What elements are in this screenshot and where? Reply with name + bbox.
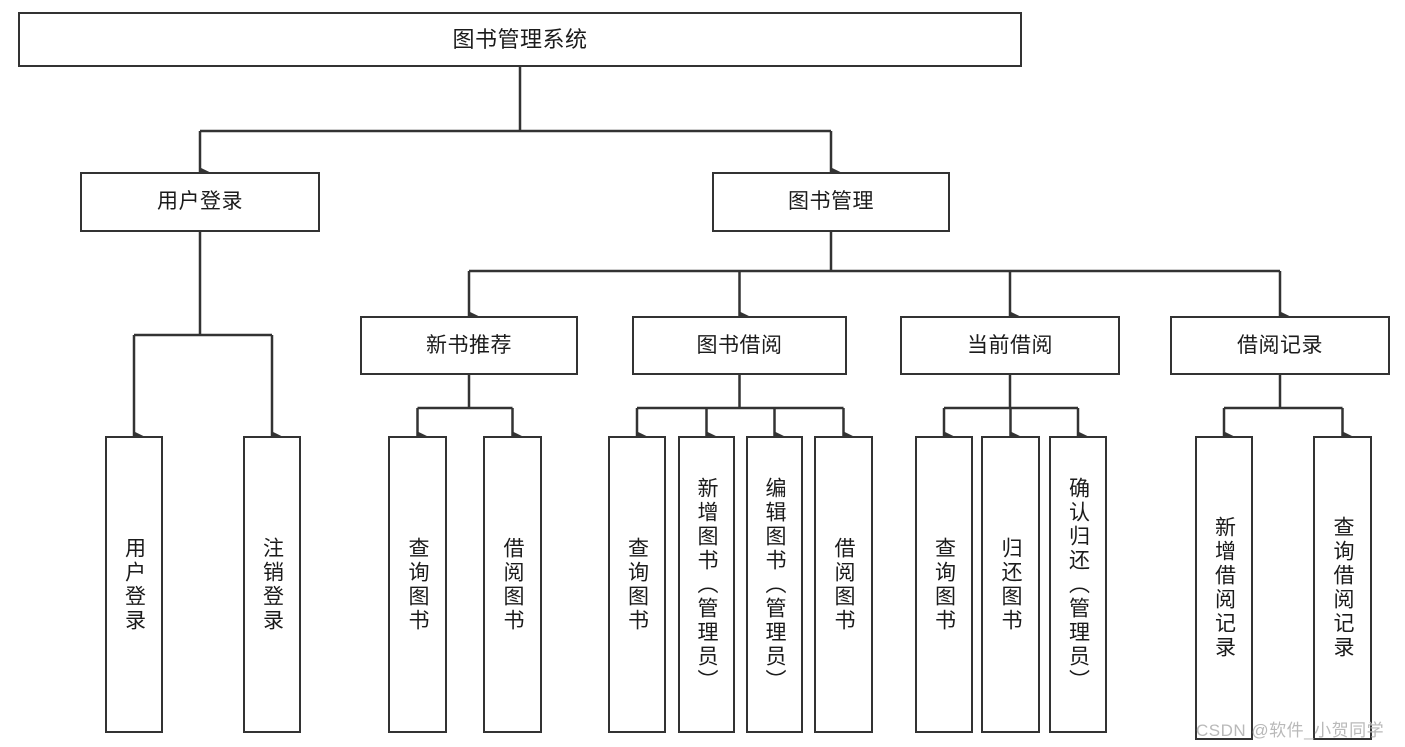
node-current[interactable]: 当前借阅 xyxy=(900,316,1120,375)
node-label: 查询图书 xyxy=(932,536,956,633)
node-label: 查询图书 xyxy=(406,536,430,633)
node-leaf-new-1[interactable]: 查询图书 xyxy=(388,436,447,733)
node-label: 借阅图书 xyxy=(832,536,856,633)
node-label: 图书管理 xyxy=(788,190,874,214)
node-leaf-cur-2[interactable]: 归还图书 xyxy=(981,436,1040,733)
node-leaf-rec-1[interactable]: 新增借阅记录 xyxy=(1195,436,1253,740)
node-label: 图书借阅 xyxy=(696,333,783,357)
node-label: 查询借阅记录 xyxy=(1331,516,1355,660)
node-leaf-bor-3[interactable]: 编辑图书（管理员） xyxy=(746,436,803,733)
node-label: 新书推荐 xyxy=(426,333,512,357)
node-label: 归还图书 xyxy=(999,536,1023,633)
node-label: 用户登录 xyxy=(157,190,243,214)
node-leaf-login-2[interactable]: 注销登录 xyxy=(243,436,301,733)
node-borrow[interactable]: 图书借阅 xyxy=(632,316,847,375)
node-label: 注销登录 xyxy=(260,536,284,633)
node-label: 借阅记录 xyxy=(1237,333,1323,357)
node-leaf-bor-1[interactable]: 查询图书 xyxy=(608,436,666,733)
node-root[interactable]: 图书管理系统 xyxy=(18,12,1022,67)
node-label: 新增图书（管理员） xyxy=(695,476,719,693)
node-label: 借阅图书 xyxy=(501,536,525,633)
node-label: 新增借阅记录 xyxy=(1212,516,1236,660)
node-login[interactable]: 用户登录 xyxy=(80,172,320,232)
node-label: 确认归还（管理员） xyxy=(1066,476,1090,693)
node-leaf-cur-3[interactable]: 确认归还（管理员） xyxy=(1049,436,1107,733)
node-leaf-new-2[interactable]: 借阅图书 xyxy=(483,436,542,733)
node-leaf-login-1[interactable]: 用户登录 xyxy=(105,436,163,733)
node-label: 编辑图书（管理员） xyxy=(763,476,787,693)
csdn-watermark: CSDN @软件_小贺同学 xyxy=(1196,721,1385,740)
node-label: 用户登录 xyxy=(122,536,146,633)
node-newbook[interactable]: 新书推荐 xyxy=(360,316,578,375)
node-label: 查询图书 xyxy=(625,536,649,633)
node-records[interactable]: 借阅记录 xyxy=(1170,316,1390,375)
node-leaf-cur-1[interactable]: 查询图书 xyxy=(915,436,973,733)
node-bookmgmt[interactable]: 图书管理 xyxy=(712,172,950,232)
node-label: 图书管理系统 xyxy=(452,26,588,52)
node-leaf-rec-2[interactable]: 查询借阅记录 xyxy=(1313,436,1372,740)
node-label: 当前借阅 xyxy=(967,333,1053,357)
node-leaf-bor-2[interactable]: 新增图书（管理员） xyxy=(678,436,735,733)
node-leaf-bor-4[interactable]: 借阅图书 xyxy=(814,436,873,733)
